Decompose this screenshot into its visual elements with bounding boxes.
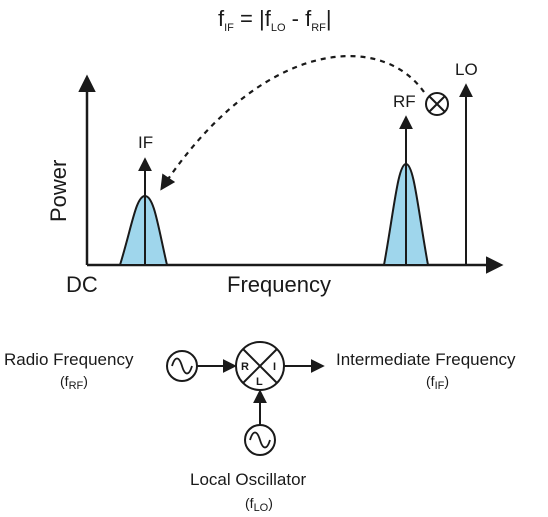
y-axis-label: Power: [46, 160, 71, 222]
lo-block-name: Local Oscillator: [190, 470, 307, 489]
if-block-symbol: (fIF): [426, 373, 449, 392]
if-peak: [118, 194, 169, 266]
rf-peak-label: RF: [393, 92, 416, 111]
rf-block-symbol: (fRF): [60, 373, 88, 392]
mixer-port-l: L: [256, 376, 263, 388]
lo-block-symbol: (fLO): [245, 495, 273, 514]
origin-label: DC: [66, 272, 98, 297]
lo-peak-label: LO: [455, 60, 478, 79]
x-axis-label: Frequency: [227, 272, 331, 297]
lo-source-icon: [244, 424, 276, 456]
rf-source-icon: [166, 350, 198, 382]
mixer-small-icon: [425, 92, 449, 116]
conversion-dashed-arrow: [160, 55, 425, 191]
formula: fIF = |fLO - fRF|: [218, 6, 332, 34]
if-block-name: Intermediate Frequency: [336, 350, 516, 369]
rf-block-name: Radio Frequency: [4, 350, 134, 369]
mixer-port-i: I: [273, 361, 276, 373]
if-peak-label: IF: [138, 133, 153, 152]
mixer-port-r: R: [241, 361, 249, 373]
